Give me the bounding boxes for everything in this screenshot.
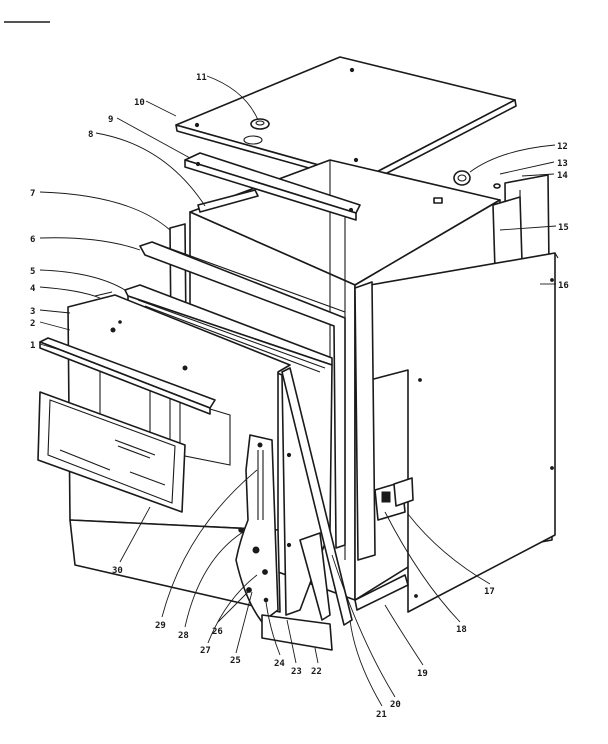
door-switch [374,477,414,521]
callout-12: 12 [557,142,568,152]
door-trim-frame [37,391,186,513]
door-gasket [139,241,346,549]
callout-30: 30 [112,566,123,576]
callout-9: 9 [108,115,113,125]
callout-26: 26 [212,627,223,637]
leader-lines [39,75,557,707]
callout-20: 20 [390,700,401,710]
support-strip [197,189,259,213]
vent-fitting [433,170,501,204]
callout-29: 29 [155,621,166,631]
callout-17: 17 [484,587,495,597]
kick-plate-bracket [354,574,409,611]
door-bottom-strip [261,614,333,651]
callout-13: 13 [557,159,568,169]
callout-8: 8 [88,130,93,140]
callout-21: 21 [376,710,387,720]
callout-7: 7 [30,189,35,199]
callout-24: 24 [274,659,285,669]
callout-18: 18 [456,625,467,635]
hinge-plate [235,434,292,623]
callout-11: 11 [196,73,207,83]
callout-labels: 1 2 3 4 5 6 7 8 9 10 11 12 13 14 15 16 1… [30,73,569,720]
callout-28: 28 [178,631,189,641]
callout-10: 10 [134,98,145,108]
door-side-strip [281,367,353,626]
callout-2: 2 [30,319,35,329]
grommet [243,118,270,145]
callout-1: 1 [30,341,35,351]
callout-3: 3 [30,307,35,317]
callout-25: 25 [230,656,241,666]
door-handle [39,337,216,415]
callout-22: 22 [311,667,322,677]
callout-23: 23 [291,667,302,677]
callout-5: 5 [30,267,35,277]
side-channel [354,281,376,561]
callout-14: 14 [557,171,568,181]
callout-19: 19 [417,669,428,679]
callout-27: 27 [200,646,211,656]
callout-4: 4 [30,284,36,294]
callout-6: 6 [30,235,35,245]
callout-16: 16 [558,281,569,291]
front-frame-rail [184,152,361,221]
callout-15: 15 [558,223,569,233]
